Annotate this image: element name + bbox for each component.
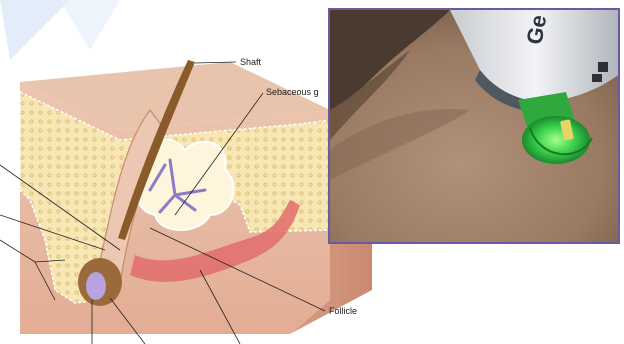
label-follicle: Follicle xyxy=(329,306,357,316)
label-sebaceous-gland: Sebaceous g xyxy=(266,87,319,97)
laser-glow xyxy=(522,116,590,164)
device-brand-text: Ge xyxy=(522,13,552,46)
label-shaft: Shaft xyxy=(240,57,261,67)
dermal-papilla xyxy=(86,272,106,300)
photo-scene: Ge xyxy=(330,10,620,244)
laser-treatment-photo: Ge xyxy=(328,8,620,244)
